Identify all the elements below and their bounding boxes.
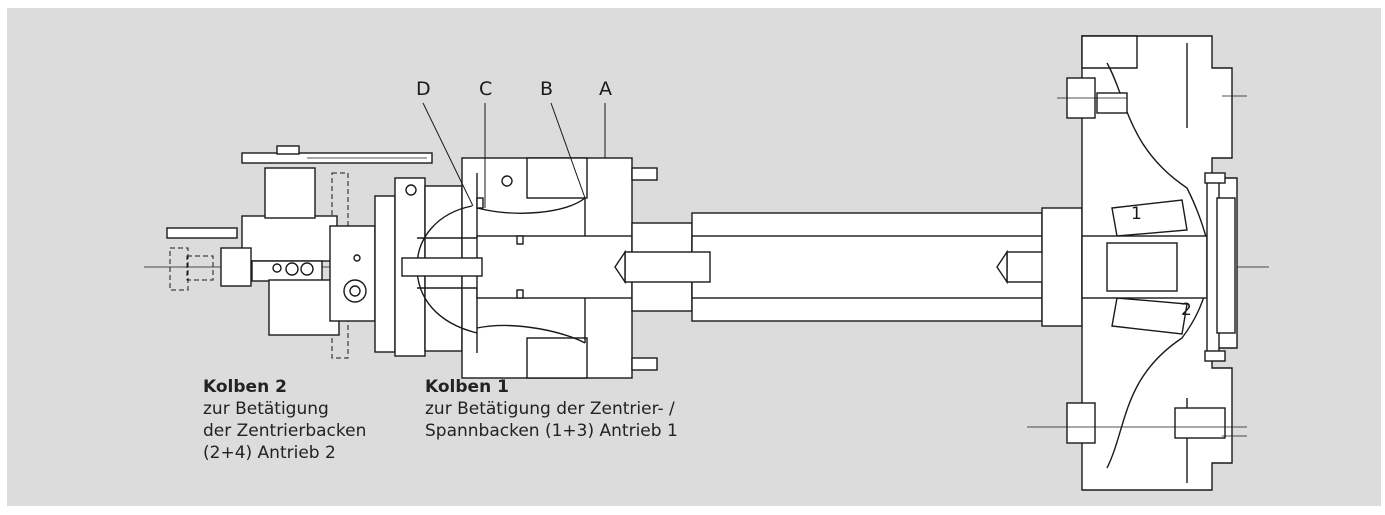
cylinder-housing xyxy=(416,157,658,379)
piston-2-body xyxy=(166,167,376,336)
diagram-panel: D C B A 1 2 Kolben 2 zur Betätigung der … xyxy=(7,8,1381,506)
chuck-body xyxy=(1027,35,1247,491)
section-label-c: C xyxy=(479,78,493,100)
piston-2-line-3: (2+4) Antrieb 2 xyxy=(203,443,336,463)
piston-2-title: Kolben 2 xyxy=(203,377,287,397)
section-label-a: A xyxy=(599,78,612,100)
zone-number-1: 1 xyxy=(1131,204,1142,224)
piston-1-title: Kolben 1 xyxy=(425,377,509,397)
zone-number-2: 2 xyxy=(1181,300,1192,320)
piston-2-line-1: zur Betätigung xyxy=(203,399,329,419)
piston-1-line-2: Spannbacken (1+3) Antrieb 1 xyxy=(425,421,678,441)
piston-1-callout: Kolben 1 zur Betätigung der Zentrier- / … xyxy=(425,376,678,442)
section-label-b: B xyxy=(540,78,554,100)
section-label-d: D xyxy=(416,78,431,100)
piston-2-callout: Kolben 2 zur Betätigung der Zentrierback… xyxy=(203,376,366,464)
piston-1-line-1: zur Betätigung der Zentrier- / xyxy=(425,399,675,419)
piston-2-line-2: der Zentrierbacken xyxy=(203,421,367,441)
leader-lines xyxy=(422,102,606,208)
chuck-cross-section-drawing xyxy=(144,35,1269,491)
